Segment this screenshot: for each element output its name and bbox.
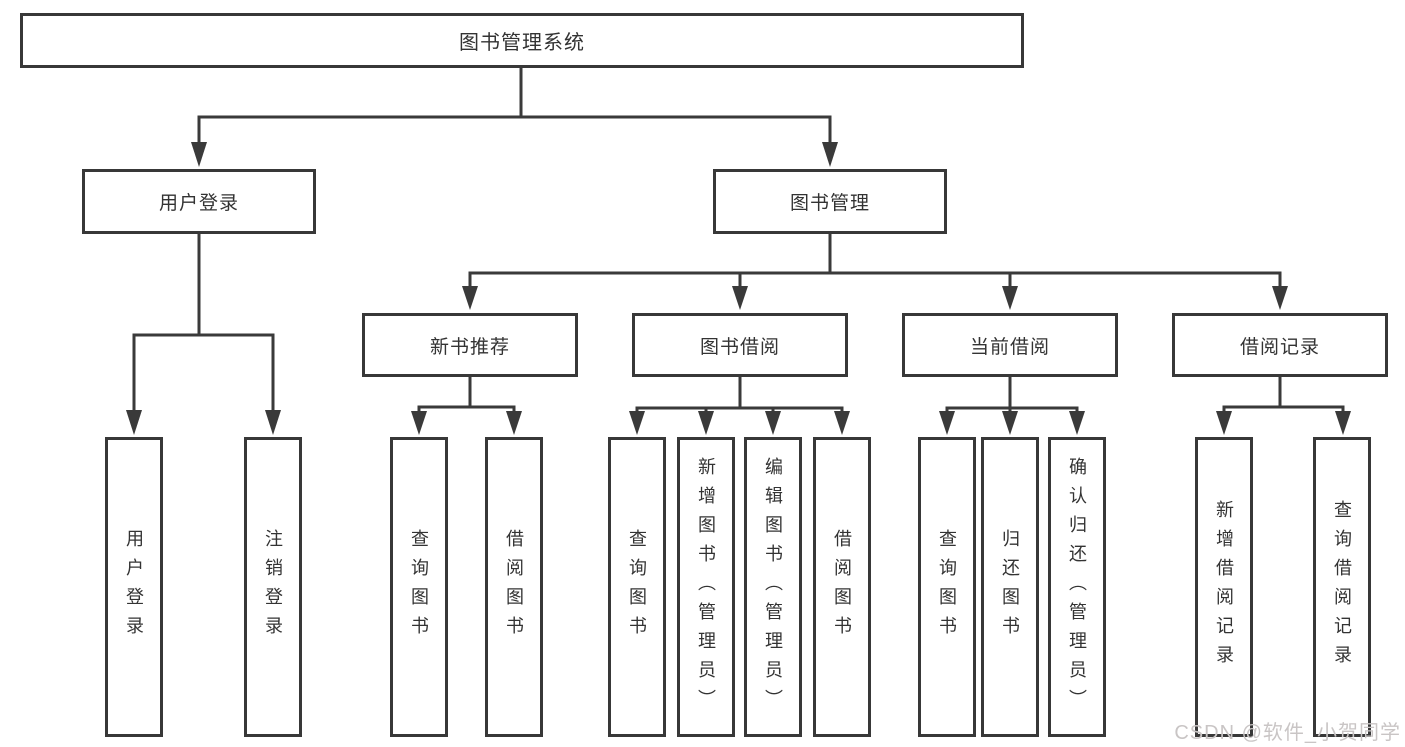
node-label: 注销登录 [263, 529, 283, 645]
node-label: 用户登录 [124, 529, 144, 645]
node-label: 查询借阅记录 [1332, 500, 1352, 674]
leaf-logout: 注销登录 [244, 437, 302, 737]
node-label: 图书管理 [789, 193, 870, 214]
leaf-query-books-recommend: 查询图书 [390, 437, 448, 737]
arrowhead [629, 411, 645, 435]
leaf-confirm-return-admin: 确认归还（管理员） [1048, 437, 1106, 737]
node-label: 借阅图书 [832, 529, 852, 645]
leaf-query-borrow-record: 查询借阅记录 [1313, 437, 1371, 737]
node-label: 借阅图书 [504, 529, 524, 645]
node-label: 归还图书 [1000, 529, 1020, 645]
arrowhead [698, 411, 714, 435]
node-label: 新书推荐 [429, 336, 510, 358]
arrowhead [191, 142, 207, 167]
node-label: 确认归还（管理员） [1067, 456, 1087, 718]
node-label: 图书管理系统 [459, 32, 585, 54]
arrowhead [265, 410, 281, 435]
arrowhead [732, 286, 748, 310]
leaf-borrow-books-recommend: 借阅图书 [485, 437, 543, 737]
node-library-management-system: 图书管理系统 [20, 13, 1024, 68]
node-borrowing-records: 借阅记录 [1172, 313, 1388, 377]
node-label: 编辑图书（管理员） [763, 456, 783, 718]
node-new-book-recommendation: 新书推荐 [362, 313, 578, 377]
node-label: 图书借阅 [699, 336, 780, 358]
leaf-return-book: 归还图书 [981, 437, 1039, 737]
arrowhead [1272, 286, 1288, 310]
arrowhead [126, 410, 142, 435]
node-user-login: 用户登录 [82, 169, 316, 234]
arrowhead [1216, 411, 1232, 435]
leaf-add-borrow-record: 新增借阅记录 [1195, 437, 1253, 737]
node-label: 查询图书 [937, 529, 957, 645]
leaf-query-books-borrow: 查询图书 [608, 437, 666, 737]
node-label: 借阅记录 [1239, 336, 1320, 358]
node-label: 当前借阅 [969, 336, 1050, 358]
arrowhead [411, 411, 427, 435]
arrowhead [506, 411, 522, 435]
node-book-borrowing: 图书借阅 [632, 313, 848, 377]
arrowhead [1002, 286, 1018, 310]
node-label: 用户登录 [158, 193, 239, 214]
leaf-add-book-admin: 新增图书（管理员） [677, 437, 735, 737]
arrowhead [1002, 411, 1018, 435]
leaf-user-login: 用户登录 [105, 437, 163, 737]
arrowhead [462, 286, 478, 310]
node-book-management: 图书管理 [713, 169, 947, 234]
leaf-borrow-books: 借阅图书 [813, 437, 871, 737]
node-current-borrowing: 当前借阅 [902, 313, 1118, 377]
csdn-watermark: CSDN @软件_小贺同学 [1174, 722, 1401, 744]
leaf-query-books-current: 查询图书 [918, 437, 976, 737]
arrowhead [1335, 411, 1351, 435]
node-label: 新增借阅记录 [1214, 500, 1234, 674]
arrowhead [1069, 411, 1085, 435]
node-label: 查询图书 [409, 529, 429, 645]
leaf-edit-book-admin: 编辑图书（管理员） [744, 437, 802, 737]
arrowhead [822, 142, 838, 167]
arrowhead [939, 411, 955, 435]
arrowhead [765, 411, 781, 435]
node-label: 查询图书 [627, 529, 647, 645]
node-label: 新增图书（管理员） [696, 456, 716, 718]
arrowhead [834, 411, 850, 435]
